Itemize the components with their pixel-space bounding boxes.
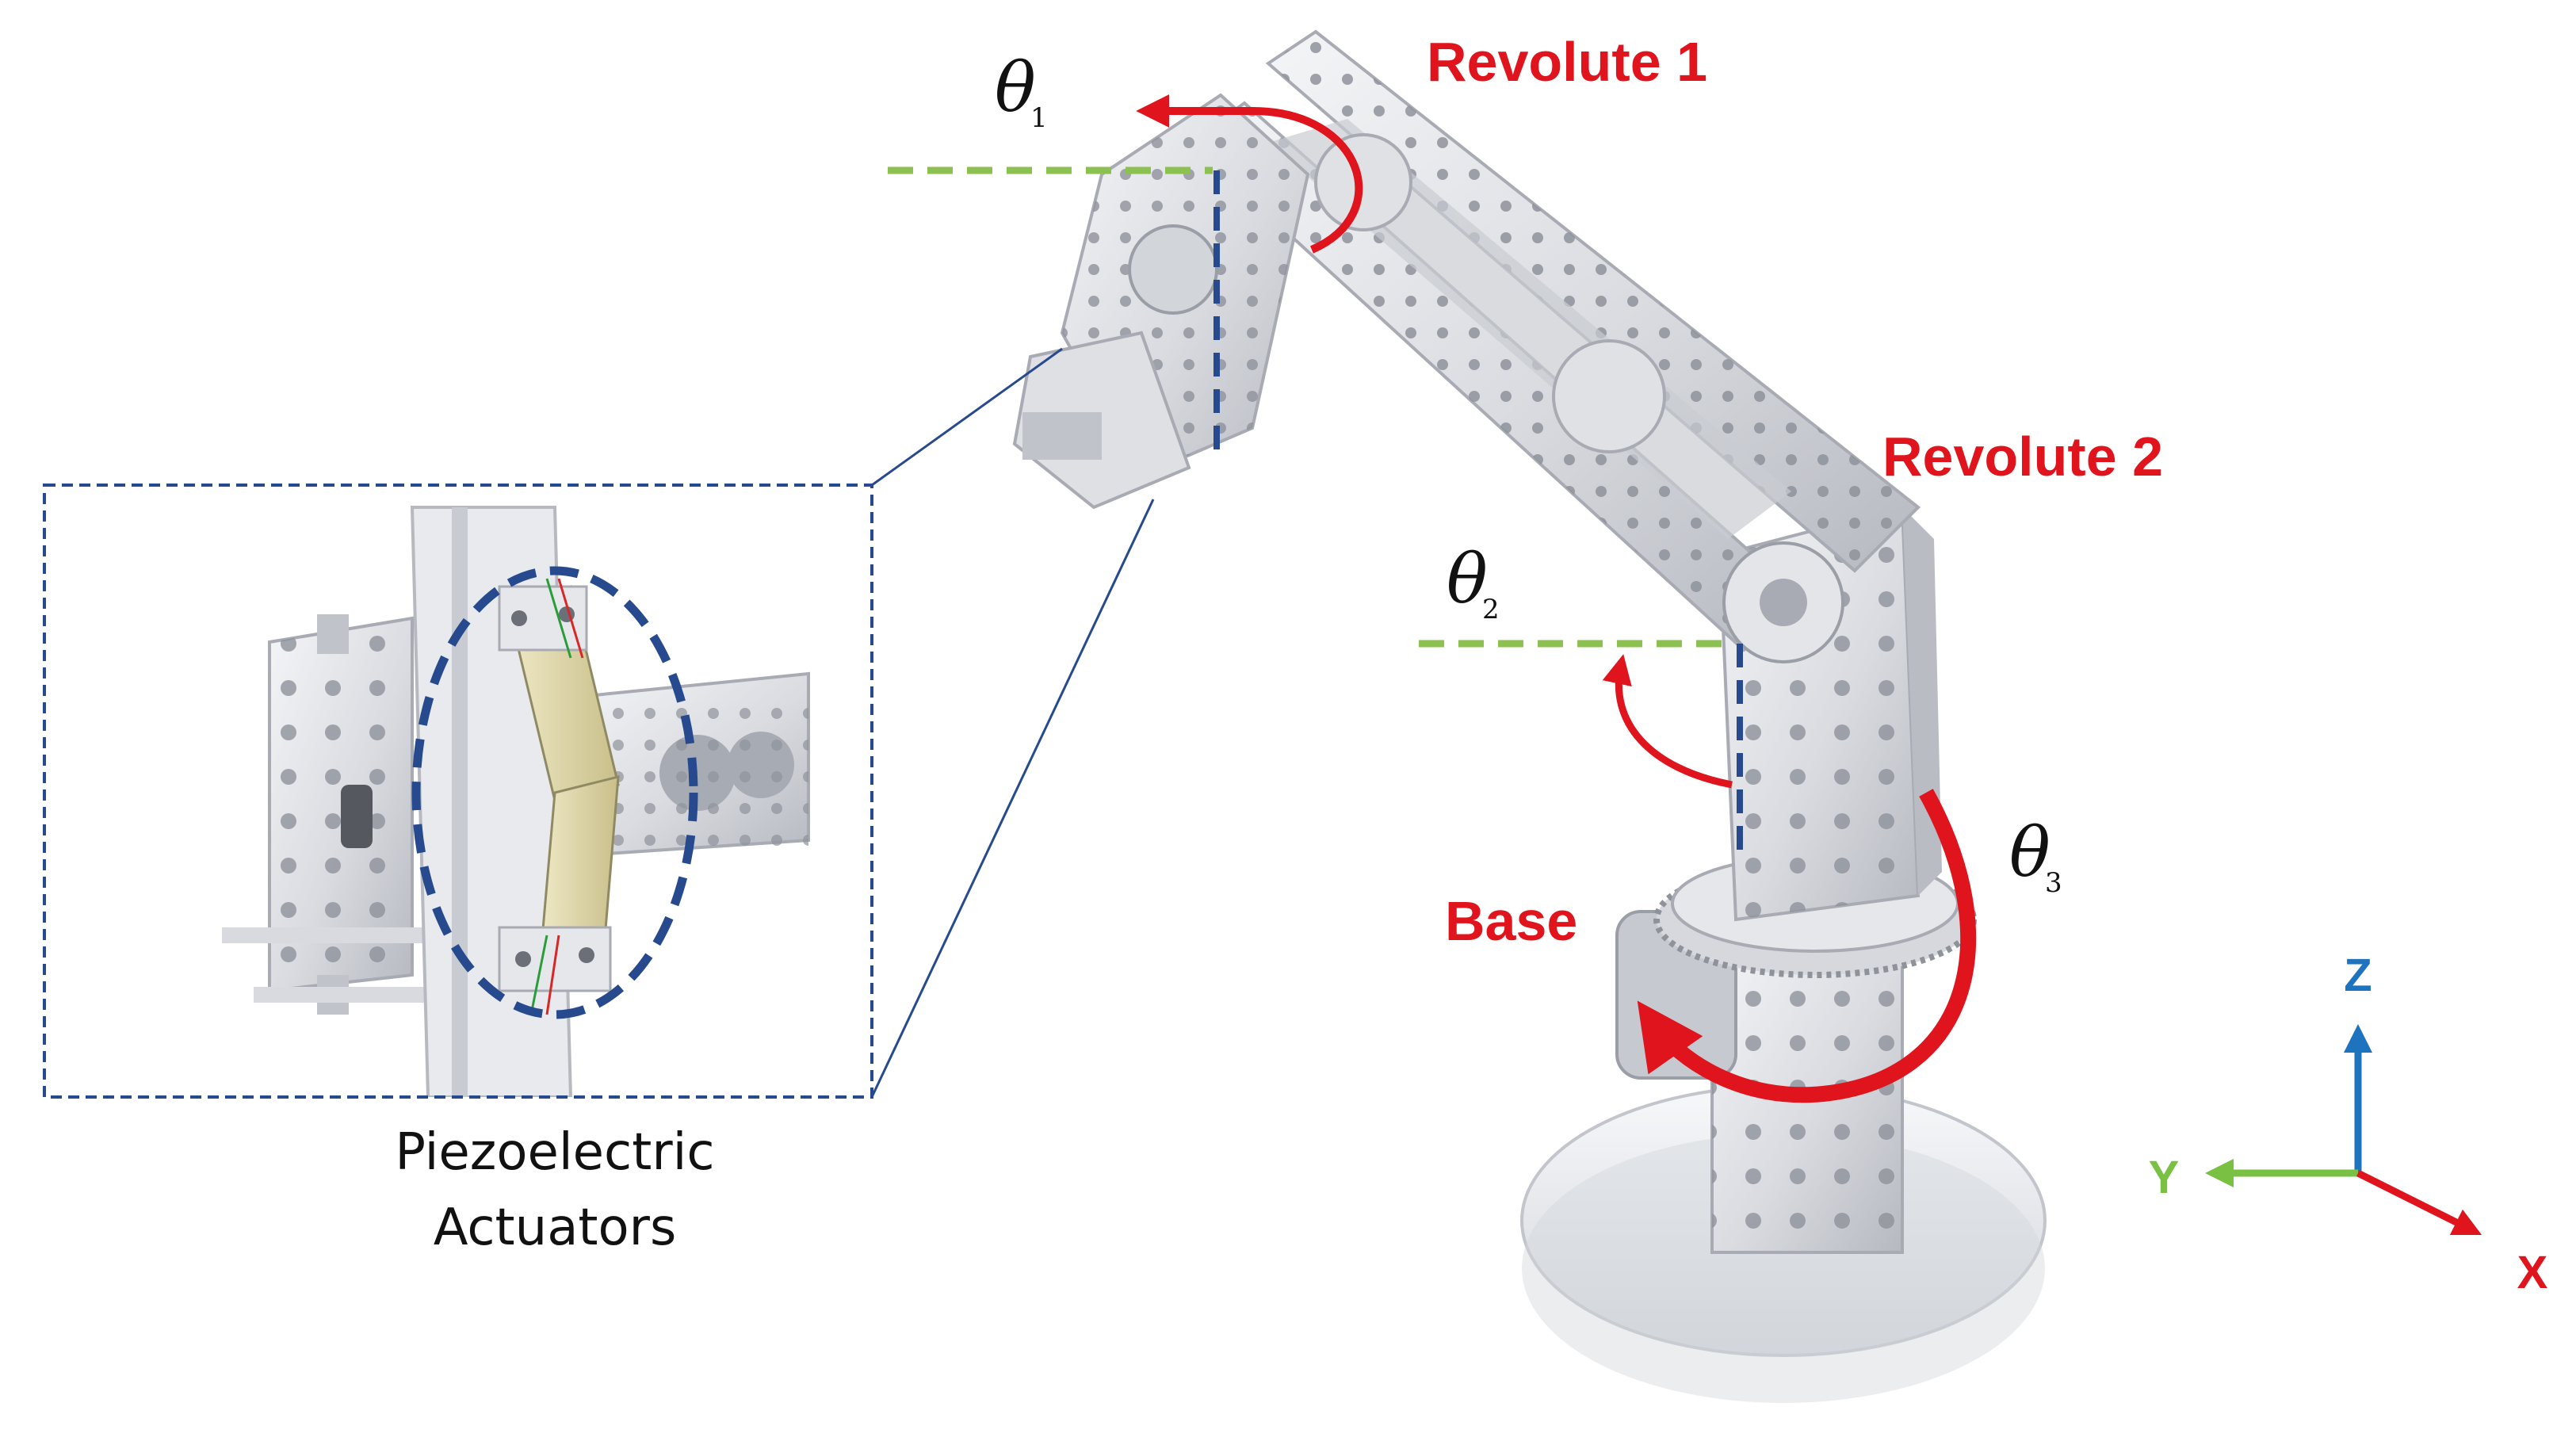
revolute1-rotation-arrow <box>1136 94 1363 254</box>
theta2-label: θ <box>1447 540 1488 619</box>
y-axis-label: Y <box>2149 1152 2180 1203</box>
revolute2-rotation-arrow <box>1602 654 1733 789</box>
revolute2-annotations: Revolute 2 θ 2 <box>1419 426 2163 856</box>
revolute1-label: Revolute 1 <box>1427 31 1707 93</box>
x-axis-arrow <box>2356 1169 2482 1236</box>
base-label: Base <box>1445 890 1577 952</box>
z-axis-label: Z <box>2344 950 2372 1001</box>
upper-link <box>1186 29 1921 652</box>
robot-arm <box>1012 29 2047 1403</box>
inset-border <box>43 484 873 1099</box>
base-annotations: Base θ 3 <box>1445 789 2062 1103</box>
revolute2-label: Revolute 2 <box>1882 426 2163 487</box>
piezo-highlight-ellipse <box>411 566 698 1019</box>
theta1-subscript: 1 <box>1030 102 1048 134</box>
theta3-label: θ <box>2009 813 2050 893</box>
piezo-inset: Piezoelectric Actuators <box>43 347 1155 1257</box>
base-rotation-arrow <box>1637 789 1977 1103</box>
piezo-label-line1: Piezoelectric <box>395 1123 714 1182</box>
revolute2-hub <box>1722 541 1844 663</box>
end-link <box>1012 93 1310 510</box>
theta1-label: θ <box>995 48 1036 128</box>
inset-leader-bottom <box>870 499 1155 1098</box>
piezo-label-line2: Actuators <box>434 1198 677 1257</box>
x-axis-label: X <box>2517 1247 2548 1298</box>
inset-leader-top <box>871 347 1063 487</box>
theta3-subscript: 3 <box>2045 867 2062 899</box>
revolute1-annotations: Revolute 1 θ 1 <box>888 31 1707 460</box>
theta2-subscript: 2 <box>1482 594 1500 625</box>
coordinate-axes: Z Y X <box>2149 950 2548 1298</box>
